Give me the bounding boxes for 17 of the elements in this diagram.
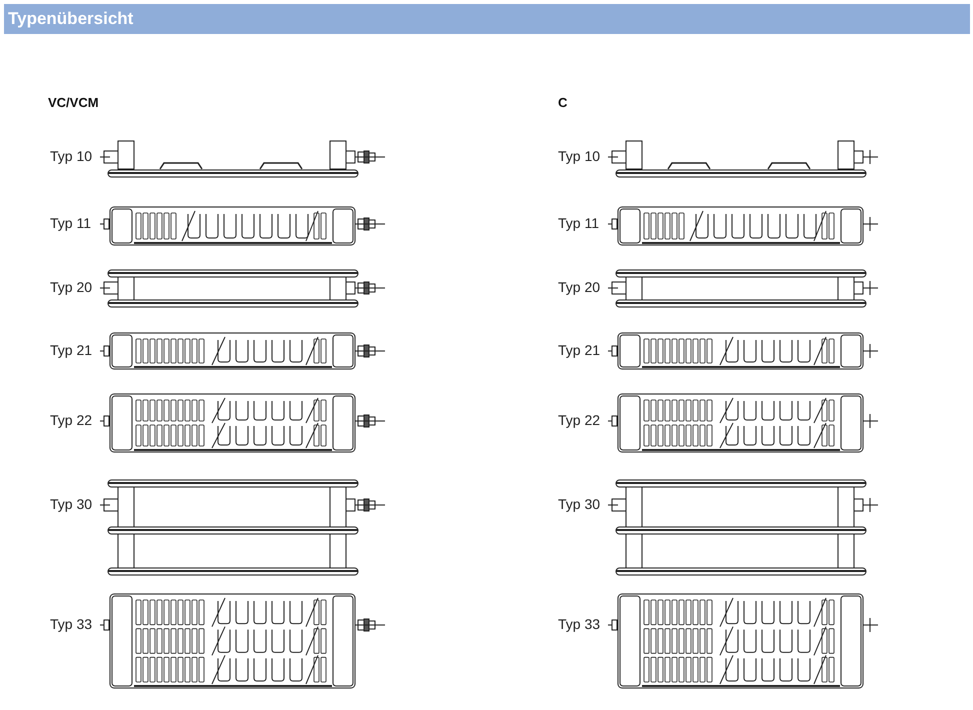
type-label: Typ 20 bbox=[50, 279, 92, 295]
type-label: Typ 33 bbox=[50, 616, 92, 632]
type-label: Typ 21 bbox=[50, 342, 92, 358]
type-label: Typ 10 bbox=[50, 148, 92, 164]
type-label: Typ 33 bbox=[558, 616, 600, 632]
type-label: Typ 21 bbox=[558, 342, 600, 358]
column-heading: C bbox=[558, 94, 568, 112]
type-label: Typ 30 bbox=[558, 496, 600, 512]
column-heading: VC/VCM bbox=[48, 94, 99, 112]
type-label: Typ 22 bbox=[50, 412, 92, 428]
type-label: Typ 11 bbox=[558, 215, 599, 231]
section-header: Typenübersicht bbox=[4, 4, 970, 34]
type-label: Typ 10 bbox=[558, 148, 600, 164]
type-label: Typ 20 bbox=[558, 279, 600, 295]
type-label: Typ 30 bbox=[50, 496, 92, 512]
type-label: Typ 22 bbox=[558, 412, 600, 428]
type-label: Typ 11 bbox=[50, 215, 91, 231]
